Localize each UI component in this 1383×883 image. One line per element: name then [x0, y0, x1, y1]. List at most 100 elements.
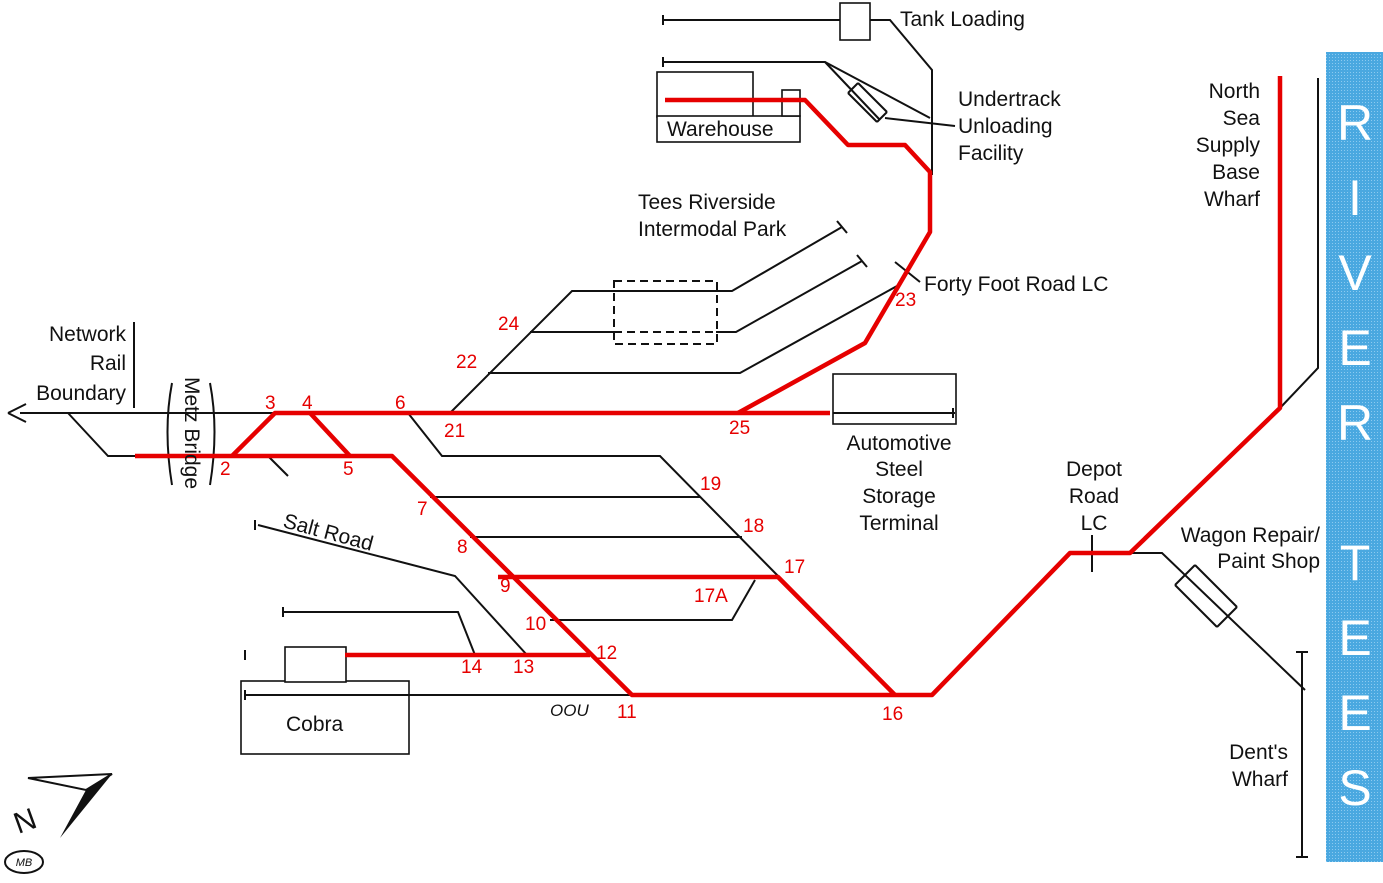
cobra-building: [240, 680, 410, 755]
active-tracks: [135, 76, 1283, 698]
depot-road-label: Depot: [1066, 458, 1122, 481]
point-number: 17A: [694, 586, 728, 607]
point-number: 14: [461, 657, 483, 678]
wagon-repair-shop: [1174, 564, 1238, 628]
fan-siding-19: [407, 412, 781, 579]
river-letter: V: [1338, 245, 1372, 301]
automotive-label: Terminal: [859, 512, 938, 535]
undertrack-label: Facility: [958, 142, 1024, 165]
automotive-label: Storage: [862, 485, 936, 508]
point-number: 7: [417, 499, 428, 520]
north-sea-label: Supply: [1196, 134, 1261, 157]
intermodal-siding-1: [449, 226, 843, 414]
wagon-repair-label: Wagon Repair/: [1181, 524, 1320, 547]
point-number: 4: [302, 393, 313, 414]
point-numbers: 2 3 4 5 6 7 8 9 10 11 12 13 14 16 17 17A…: [220, 290, 916, 725]
north-sea-label: Sea: [1223, 107, 1261, 130]
point-number: 18: [743, 516, 764, 537]
river-letter: R: [1337, 95, 1373, 151]
river-letter: E: [1338, 320, 1371, 376]
river-letter: S: [1338, 760, 1371, 816]
point-number: 11: [617, 702, 637, 723]
depot-road-label: Road: [1069, 485, 1119, 508]
wagon-repair-track: [1130, 552, 1306, 691]
signature-label: MB: [16, 857, 33, 869]
wagon-repair-label: Paint Shop: [1217, 550, 1320, 573]
metz-bridge-marker: [166, 382, 216, 486]
tees-riverside-label: Tees Riverside: [638, 191, 776, 214]
river-letter: E: [1338, 685, 1371, 741]
point-number: 24: [498, 314, 520, 335]
compass-n-label: N: [9, 802, 41, 840]
depot-road-label: LC: [1081, 512, 1108, 535]
active-upper-route: [230, 410, 830, 458]
signature-logo: MB: [4, 850, 44, 874]
point-number: 21: [444, 421, 465, 442]
network-rail-label: Boundary: [36, 382, 126, 405]
active-siding-9-17: [498, 574, 897, 697]
automotive-terminal-building: [832, 373, 957, 425]
point-number: 6: [395, 393, 406, 414]
point-number: 9: [500, 576, 511, 597]
river-letter: T: [1340, 535, 1371, 591]
buffer-stop: [856, 254, 868, 268]
dents-wharf-label: Wharf: [1232, 768, 1288, 791]
stub-track: [267, 455, 289, 477]
network-rail-label: Rail: [90, 352, 126, 375]
intermodal-siding-3: [488, 285, 898, 374]
point-number: 19: [700, 474, 721, 495]
intermodal-park-boundary: [613, 280, 718, 345]
leader-line: [884, 117, 956, 127]
siding-tracks: [7, 2, 1319, 858]
point-number: 10: [525, 614, 546, 635]
point-number: 23: [895, 290, 916, 311]
cobra-annex: [284, 646, 347, 683]
warehouse-building-lower: [656, 115, 801, 143]
buffer-stop: [836, 220, 848, 234]
metz-bridge-label: Metz Bridge: [180, 377, 203, 489]
salt-road-label: Salt Road: [281, 510, 376, 556]
oou-label: OOU: [550, 701, 589, 720]
point-number: 17: [784, 557, 805, 578]
tank-loading-label: Tank Loading: [900, 8, 1025, 31]
intermodal-siding-2b: [716, 260, 863, 333]
mainline-arrow: [7, 403, 27, 423]
dents-wharf-marker: [1296, 651, 1308, 858]
point-number: 22: [456, 352, 477, 373]
undertrack-label: Unloading: [958, 115, 1053, 138]
tees-riverside-label: Intermodal Park: [638, 218, 787, 241]
crossover: [308, 411, 352, 458]
siding-17a: [550, 579, 756, 621]
river-tees-strip: [1326, 52, 1383, 862]
undertrack-label: Undertrack: [958, 88, 1061, 111]
point-number: 16: [882, 704, 903, 725]
siding-track: [824, 61, 881, 121]
warehouse-building-upper: [656, 71, 754, 118]
salt-road-track: [257, 524, 528, 656]
north-sea-label: Base: [1212, 161, 1260, 184]
place-labels: Tank Loading Undertrack Unloading Facili…: [36, 8, 1320, 791]
network-rail-label: Network: [49, 323, 127, 346]
automotive-label: Steel: [875, 458, 923, 481]
north-sea-label: North: [1209, 80, 1260, 103]
warehouse-label: Warehouse: [667, 118, 774, 141]
dents-wharf-label: Dent's: [1229, 741, 1288, 764]
river-letter: R: [1337, 395, 1373, 451]
point-number: 5: [343, 459, 354, 480]
active-main-route: [135, 76, 1283, 698]
cobra-label: Cobra: [286, 713, 344, 736]
north-sea-siding: [1279, 78, 1319, 409]
point-number: 3: [265, 393, 276, 414]
siding-14: [283, 611, 476, 656]
river-letters: R I V E R T E E S: [1337, 95, 1373, 816]
automotive-label: Automotive: [846, 432, 951, 455]
river-letter: E: [1338, 610, 1371, 666]
warehouse-annex: [781, 89, 801, 117]
active-warehouse-route: [665, 97, 933, 415]
forty-foot-road-label: Forty Foot Road LC: [924, 273, 1108, 296]
point-number: 8: [457, 537, 468, 558]
point-number: 12: [596, 643, 617, 664]
siding-track: [67, 412, 140, 457]
